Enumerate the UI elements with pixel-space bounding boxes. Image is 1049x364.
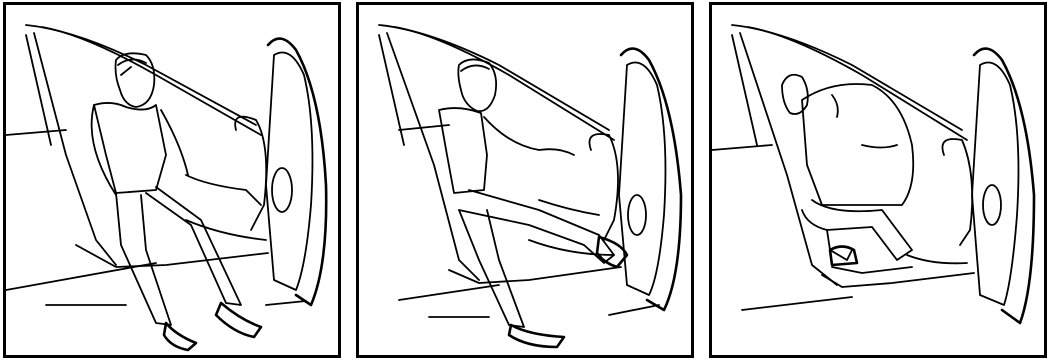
car-entry-step-2-drawing	[359, 5, 691, 355]
door-speaker	[272, 168, 292, 212]
person-hair	[461, 65, 489, 71]
person-torso	[94, 103, 166, 193]
door-sill	[822, 273, 974, 287]
ground-line-1	[6, 263, 156, 290]
door-frame-inner	[395, 27, 614, 140]
person-leg-in	[459, 190, 614, 263]
seat-cushion	[907, 255, 967, 263]
car-entry-step-1-drawing	[6, 5, 338, 355]
person-shoe-left	[164, 323, 196, 350]
illustration-panel-2	[356, 2, 694, 358]
floor-mat	[832, 267, 912, 273]
open-door-inner	[972, 63, 1018, 306]
person-shoe-out	[509, 325, 564, 347]
person-torso-detail	[832, 95, 897, 148]
open-door-inner	[266, 53, 312, 291]
car-entry-step-3-drawing	[712, 5, 1044, 355]
door-speaker	[983, 185, 1001, 225]
open-door-outer	[621, 49, 681, 310]
windshield-line	[732, 35, 757, 145]
door-frame-outer	[740, 33, 837, 285]
windshield-line	[379, 35, 404, 145]
illustration-panel-3	[709, 2, 1047, 358]
a-pillar	[379, 25, 609, 130]
person-head	[782, 75, 808, 114]
person-legs	[802, 200, 912, 260]
door-speaker	[628, 195, 646, 235]
person-arm-right	[161, 110, 188, 175]
dashboard-line	[712, 145, 772, 150]
illustration-panel-1	[3, 2, 341, 358]
door-frame-outer	[387, 33, 479, 280]
person-head	[458, 59, 496, 111]
door-sill	[76, 245, 268, 267]
seat-back	[589, 134, 618, 240]
person-shoe-right	[216, 303, 261, 337]
seat-back	[942, 139, 972, 245]
open-door-outer	[974, 49, 1034, 323]
ground-line-2	[429, 305, 659, 317]
seat-cushion	[529, 200, 614, 255]
person-torso	[439, 108, 487, 193]
person-head	[116, 53, 155, 107]
open-door-inner	[619, 63, 665, 296]
ground-line-1	[742, 297, 852, 310]
ground-line-1	[399, 285, 499, 300]
seat-back	[235, 117, 266, 230]
ground-line-2	[46, 301, 306, 305]
person-leg-right	[146, 187, 241, 305]
person-arm	[484, 117, 574, 155]
seat-cushion	[186, 175, 266, 240]
door-frame-inner	[42, 27, 261, 135]
dashboard-line	[6, 130, 66, 135]
person-shoe	[830, 247, 857, 266]
